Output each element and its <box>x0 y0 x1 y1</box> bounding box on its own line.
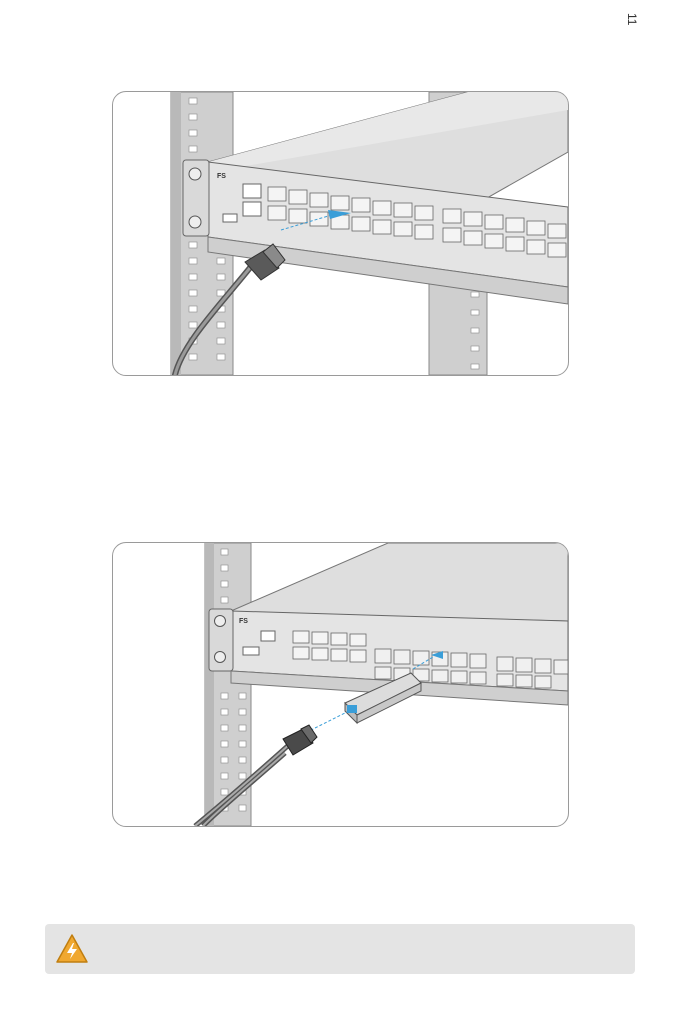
bracket-screw-icon <box>189 168 201 180</box>
switch-illustration: FS <box>113 92 568 375</box>
warning-notice <box>45 924 635 974</box>
switch-illustration: FS <box>113 543 568 826</box>
bracket-screw-icon <box>189 216 201 228</box>
usb-port <box>243 647 259 655</box>
brand-logo: FS <box>239 618 248 625</box>
bracket-screw-icon <box>215 652 226 663</box>
bracket-screw-icon <box>215 616 226 627</box>
lc-connector <box>283 725 317 755</box>
console-port <box>243 184 261 198</box>
mgmt-port <box>243 202 261 216</box>
electrical-hazard-icon <box>55 932 89 966</box>
figure-rj45-installation: FS <box>112 91 569 376</box>
switch-top <box>231 543 568 621</box>
usb-port <box>223 214 237 222</box>
figure-sfp-installation: FS <box>112 542 569 827</box>
brand-logo: FS <box>217 173 226 180</box>
page-number: 11 <box>622 16 642 36</box>
console-port <box>261 631 275 641</box>
